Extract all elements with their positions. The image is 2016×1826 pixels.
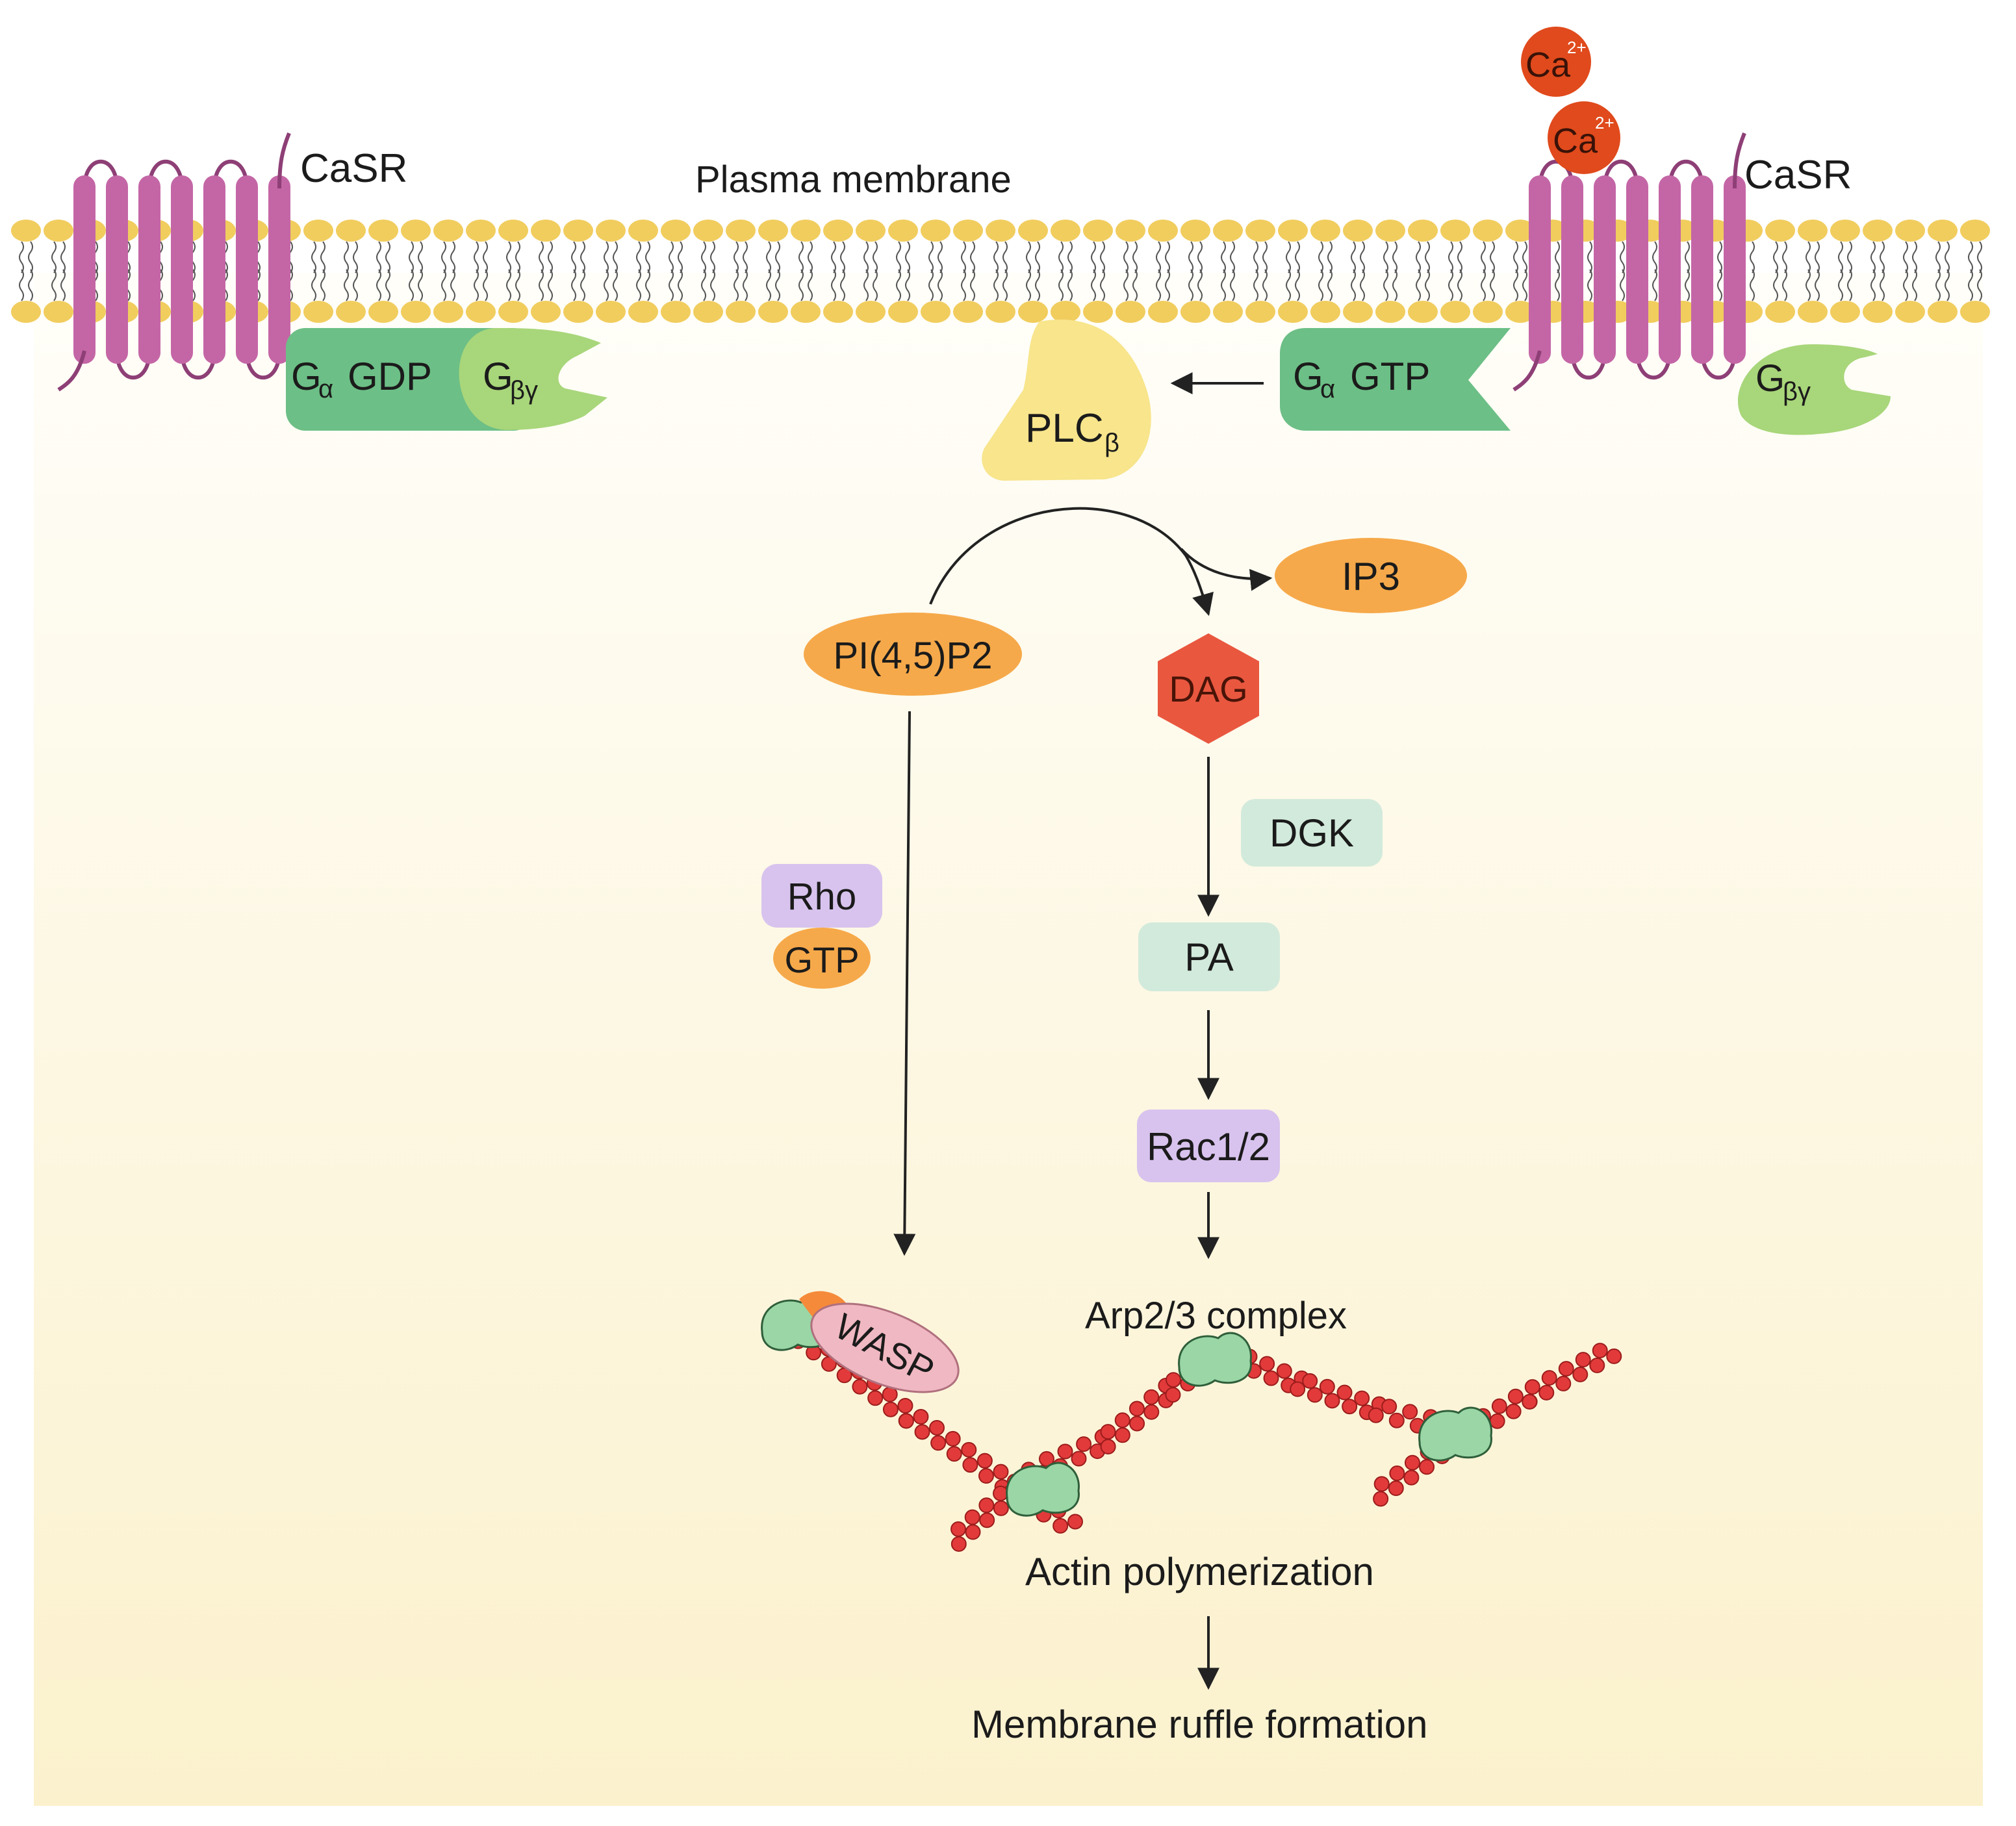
cytoplasm-background xyxy=(34,273,1983,1806)
plc-beta: PLC β xyxy=(982,319,1151,481)
svg-text:2+: 2+ xyxy=(1595,113,1614,133)
svg-text:α: α xyxy=(318,375,333,403)
svg-text:GDP: GDP xyxy=(348,355,432,398)
svg-text:GTP: GTP xyxy=(1350,355,1430,398)
g-alpha-gdp-complex: G α GDP G βγ xyxy=(286,328,607,431)
calcium-ion-top: Ca 2+ xyxy=(1521,27,1591,97)
svg-text:PLC: PLC xyxy=(1025,406,1104,451)
calcium-ion-bottom: Ca 2+ xyxy=(1548,101,1620,174)
actin-polymerization-label: Actin polymerization xyxy=(1025,1550,1374,1593)
casr-receptor-left xyxy=(57,132,291,392)
pip2-node: PI(4,5)P2 xyxy=(804,613,1022,696)
arrow-to-ip3 xyxy=(1180,548,1273,591)
svg-text:Rho: Rho xyxy=(787,876,856,918)
svg-text:Ca: Ca xyxy=(1525,45,1571,84)
arrow-pip2-hydrolysis xyxy=(929,507,1214,616)
svg-text:G: G xyxy=(483,355,513,398)
arp23-label: Arp2/3 complex xyxy=(1085,1295,1347,1337)
svg-text:G: G xyxy=(291,355,322,398)
svg-text:βγ: βγ xyxy=(1783,377,1811,406)
rac-node: Rac1/2 xyxy=(1137,1110,1280,1182)
casr-receptor-right xyxy=(1512,132,1746,392)
svg-text:GTP: GTP xyxy=(784,939,859,980)
svg-text:α: α xyxy=(1320,375,1335,403)
svg-text:IP3: IP3 xyxy=(1342,555,1400,598)
casr-right-label: CaSR xyxy=(1744,153,1852,197)
g-beta-gamma-right: G βγ xyxy=(1737,344,1891,435)
svg-text:βγ: βγ xyxy=(510,376,538,405)
svg-text:G: G xyxy=(1755,357,1785,399)
ip3-node: IP3 xyxy=(1275,538,1467,613)
svg-text:β: β xyxy=(1104,429,1119,457)
plasma-membrane-bilayer xyxy=(11,220,1990,323)
g-alpha-gtp: G α GTP xyxy=(1280,328,1511,431)
svg-text:PI(4,5)P2: PI(4,5)P2 xyxy=(834,635,993,677)
rho-gtp-node: Rho GTP xyxy=(761,864,882,989)
pa-node: PA xyxy=(1138,922,1280,991)
arrow-pip2-to-wasp xyxy=(893,711,916,1256)
casr-left-label: CaSR xyxy=(300,146,407,191)
membrane-ruffle-label: Membrane ruffle formation xyxy=(971,1703,1428,1746)
svg-text:DGK: DGK xyxy=(1270,811,1354,855)
svg-text:2+: 2+ xyxy=(1567,38,1587,57)
svg-text:Rac1/2: Rac1/2 xyxy=(1147,1125,1270,1169)
svg-text:Ca: Ca xyxy=(1553,121,1598,160)
arp23-complexes xyxy=(761,1296,1492,1517)
svg-text:G: G xyxy=(1293,355,1323,398)
svg-text:PA: PA xyxy=(1184,935,1234,979)
dgk-node: DGK xyxy=(1241,799,1383,867)
svg-text:DAG: DAG xyxy=(1169,668,1247,709)
plasma-membrane-label: Plasma membrane xyxy=(695,159,1012,201)
dag-node: DAG xyxy=(1158,633,1259,744)
